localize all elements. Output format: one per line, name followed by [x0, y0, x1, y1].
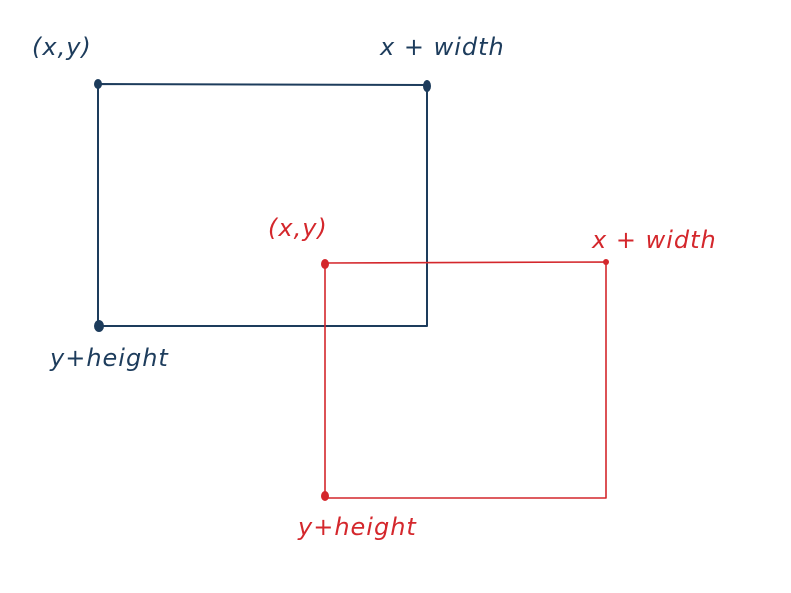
blue-top-right-dot [423, 80, 431, 92]
red-top-left-dot [321, 259, 329, 269]
red-rectangle-group [321, 259, 609, 501]
blue-bottom-left-dot [94, 320, 104, 332]
blue-top-left-label: (x,y) [32, 33, 92, 61]
blue-top-right-label: x + width [380, 33, 505, 61]
red-bottom-left-label: y+height [298, 513, 417, 541]
red-top-left-label: (x,y) [268, 214, 328, 242]
red-top-right-dot [603, 259, 609, 265]
blue-rectangle [97, 83, 428, 327]
red-top-right-label: x + width [592, 226, 717, 254]
blue-bottom-left-label: y+height [50, 344, 169, 372]
blue-top-left-dot [94, 79, 102, 89]
red-rectangle [324, 261, 607, 499]
red-bottom-left-dot [321, 491, 329, 501]
blue-rectangle-group [94, 79, 431, 332]
